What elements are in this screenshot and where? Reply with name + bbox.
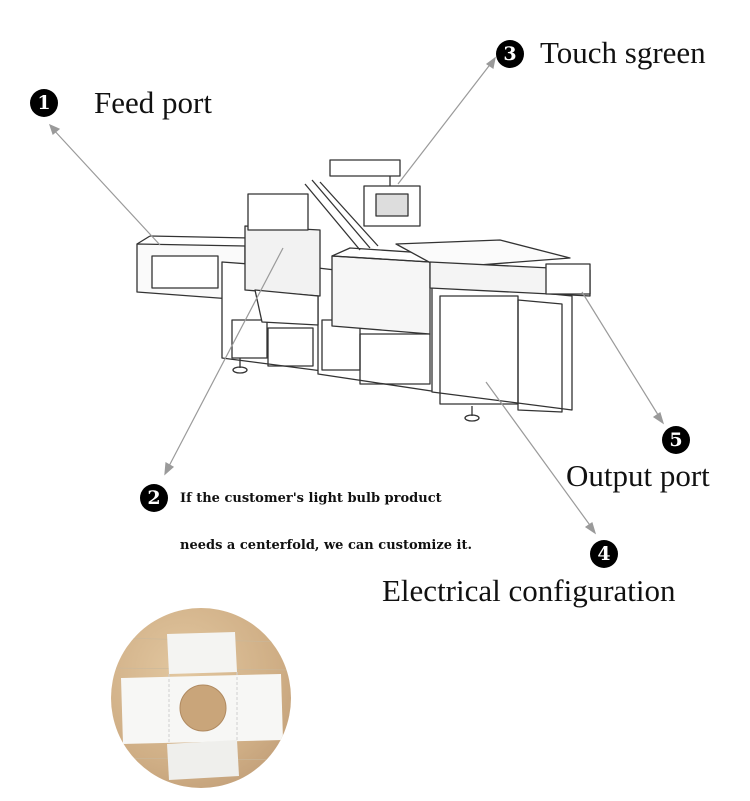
callout-number-5: 5 [662,426,690,454]
output-port-label: Output port [566,458,710,493]
arrowhead-2 [164,462,175,476]
callout-number-4: 4 [590,540,618,568]
leader-line-5 [581,291,661,419]
leader-lines [49,56,665,535]
leader-line-2 [167,247,284,469]
feed-port-label: Feed port [94,85,212,120]
arrowhead-5 [652,412,665,425]
leader-line-1 [51,127,161,246]
callout-number-1: 1 [30,89,58,117]
leader-line-4 [485,381,593,529]
centerfold-card-drawing [111,632,291,780]
arrowhead-1 [49,123,61,136]
customization-note-line-2: needs a centerfold, we can customize it. [180,538,472,553]
leader-line-3 [397,61,493,185]
callout-number-3: 3 [496,40,524,68]
machine-drawing [136,159,591,422]
centerfold-card-photo [111,608,291,788]
electrical-configuration-label: Electrical configuration [382,573,676,608]
callout-number-2: 2 [140,484,168,512]
touch-screen-label: Touch sgreen [540,35,706,70]
customization-note-line-1: If the customer's light bulb product [180,491,442,506]
arrowhead-4 [584,522,597,535]
arrowhead-3 [485,56,496,69]
